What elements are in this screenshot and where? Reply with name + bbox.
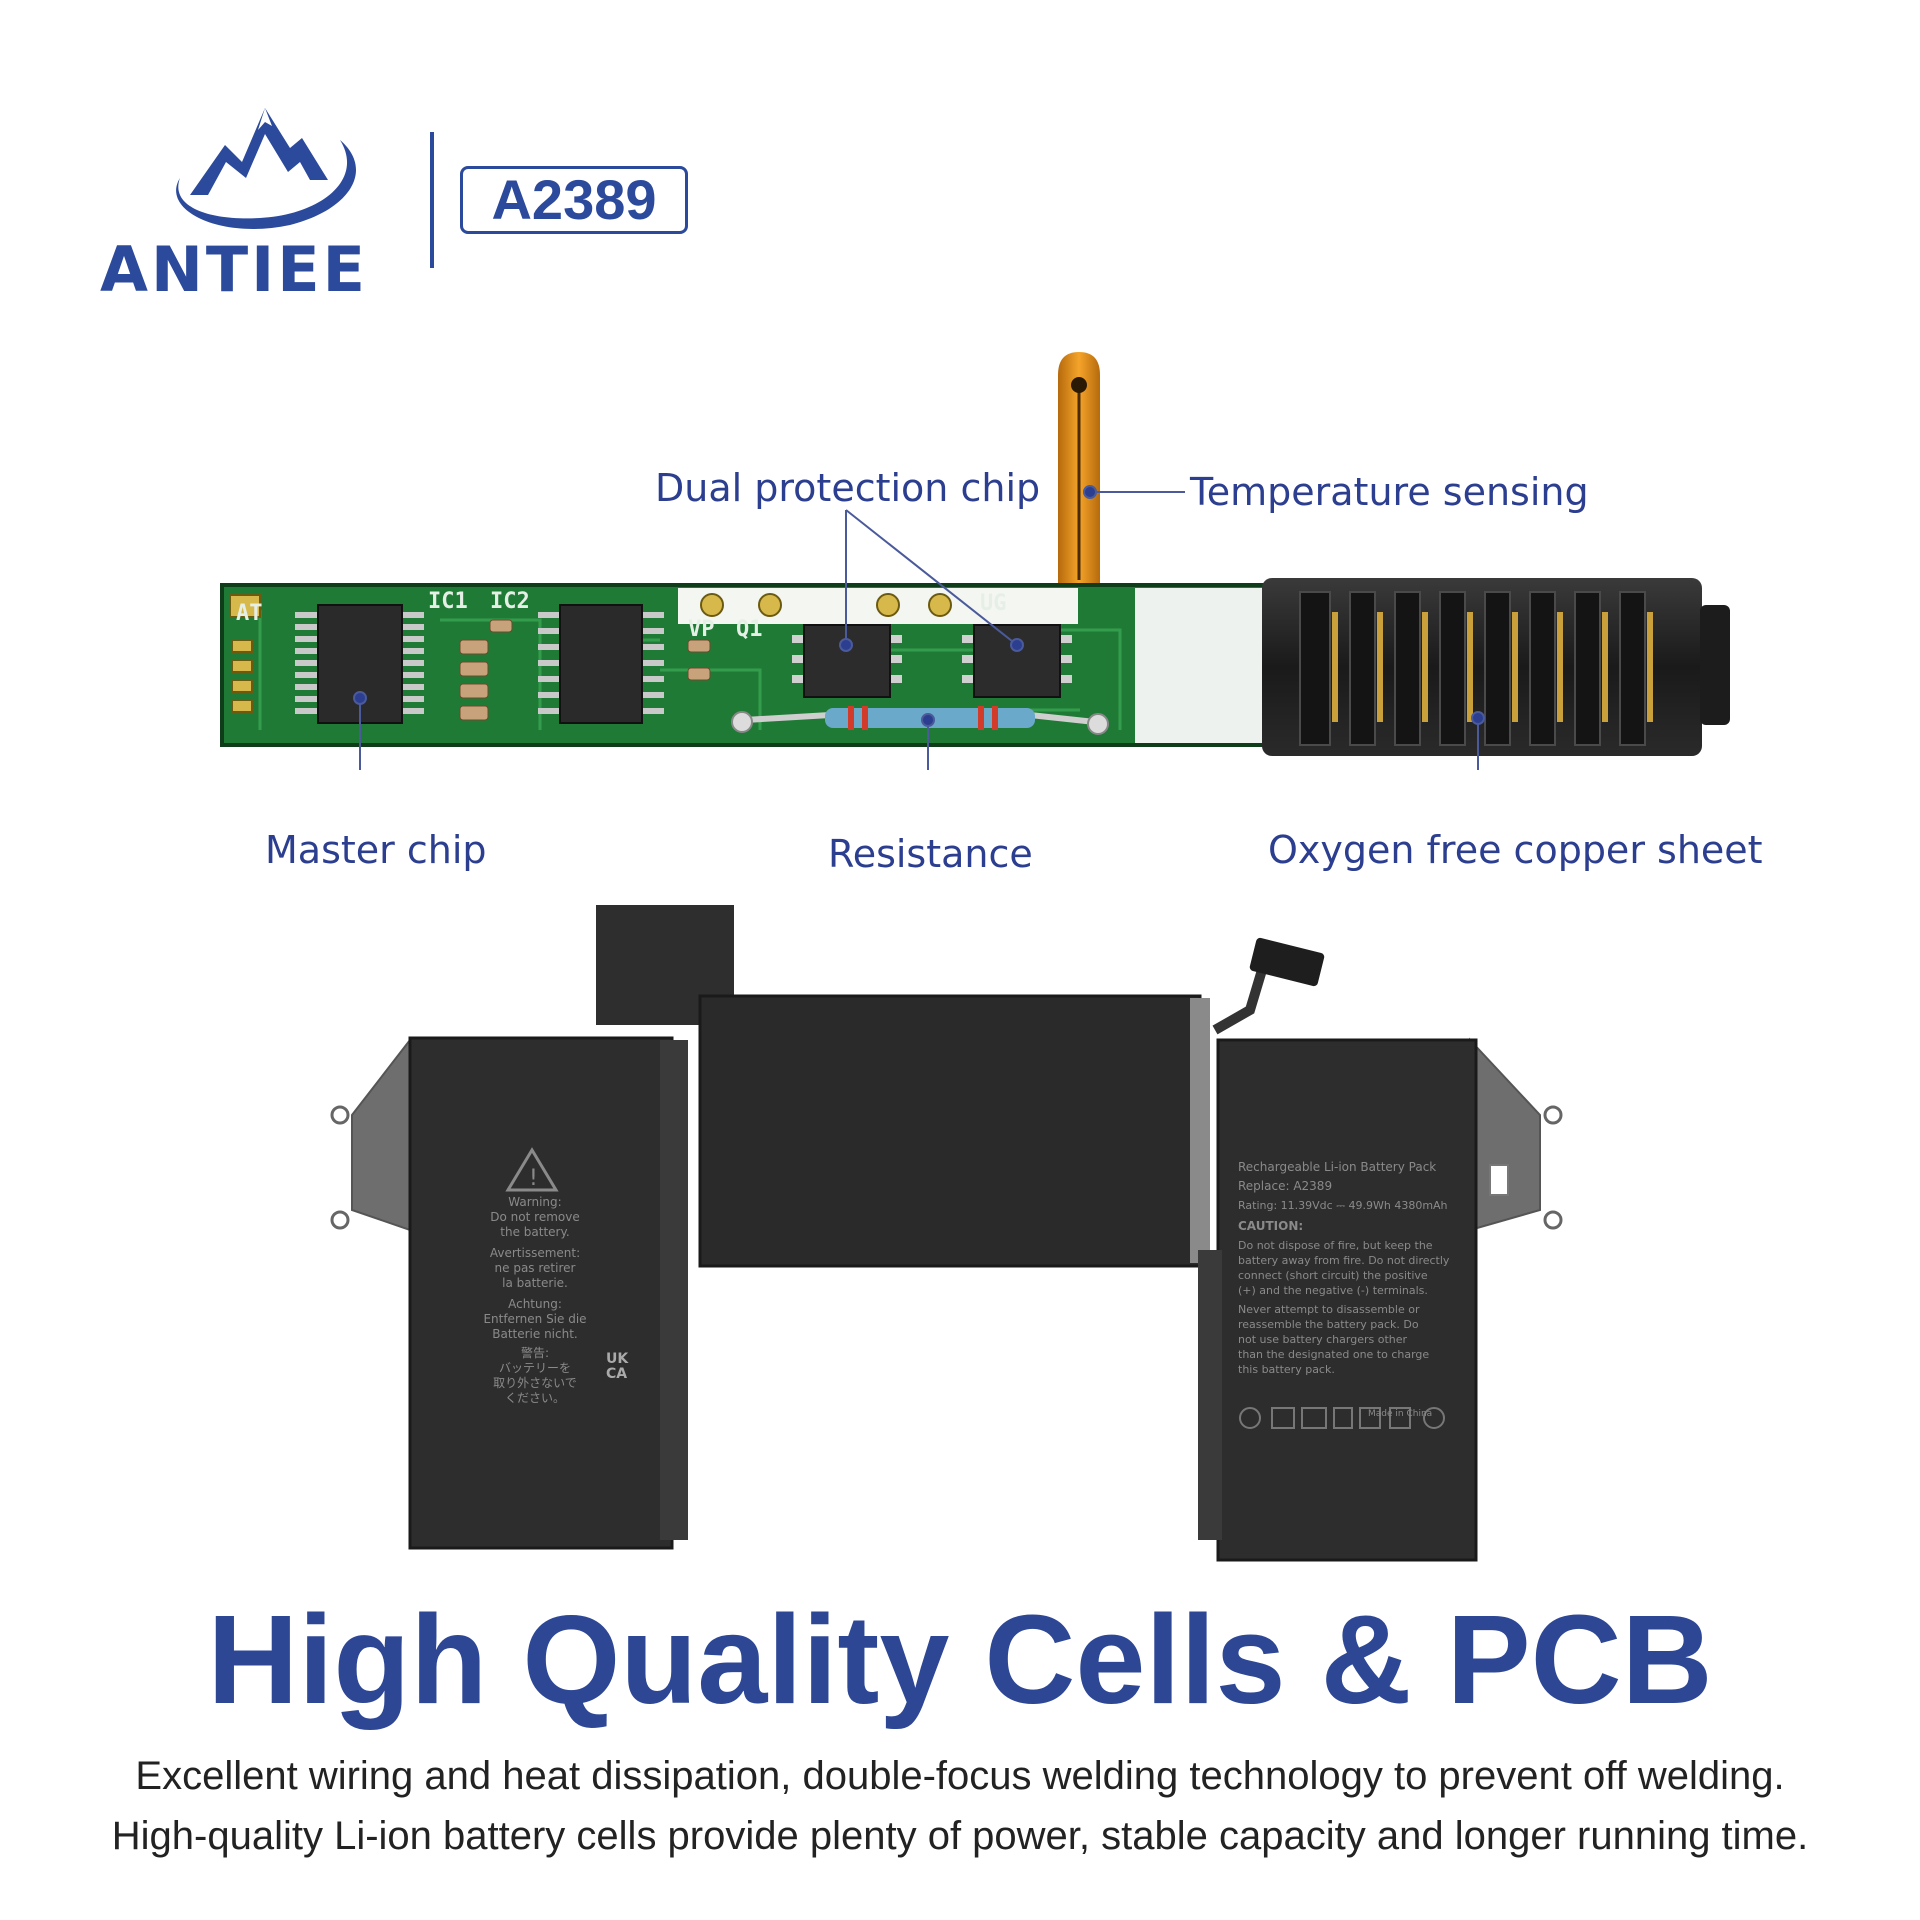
pcb-mark-ug: UG: [980, 591, 1007, 616]
right-label-rating: Rating: 11.39Vdc ⎓ 49.9Wh 4380mAh: [1238, 1199, 1448, 1212]
pcb-mark-vp: VP: [688, 617, 715, 642]
right-label-text1: Do not dispose of fire, but keep the bat…: [1238, 1239, 1450, 1297]
label-temperature-sensing: Temperature sensing: [1190, 470, 1589, 514]
ukca-mark: UK CA: [606, 1351, 629, 1382]
label-resistance: Resistance: [828, 832, 1033, 876]
right-label-caution: CAUTION:: [1238, 1219, 1304, 1233]
left-label-warning: Warning: Do not remove the battery.: [490, 1195, 580, 1239]
svg-text:!: !: [529, 1166, 538, 1191]
pcb-mark-ic2: IC2: [490, 589, 530, 614]
battery-left-label: Warning: Do not remove the battery. Aver…: [470, 1195, 600, 1406]
battery-cell-left: [408, 1036, 674, 1550]
warning-triangle-icon: [505, 1147, 559, 1192]
pcb-mark-at: AT: [236, 601, 263, 626]
label-dual-protection-chip: Dual protection chip: [655, 466, 1041, 510]
description-line-1: Excellent wiring and heat dissipation, d…: [135, 1754, 1785, 1798]
battery-cell-middle: [698, 994, 1202, 1268]
copper-connector: [1262, 578, 1730, 756]
battery-cell-right: [1216, 1038, 1478, 1562]
temperature-sensor-flex: [1058, 352, 1100, 590]
model-badge: A2389: [460, 166, 688, 234]
description-line-2: High-quality Li-ion battery cells provid…: [111, 1814, 1809, 1858]
brand-name: ANTIEE: [100, 233, 368, 306]
left-label-jp: 警告: バッテリーを 取り外さないで ください。: [493, 1346, 577, 1405]
logo-divider: [430, 132, 434, 268]
left-label-fr: Avertissement: ne pas retirer la batteri…: [489, 1246, 581, 1290]
right-label-text2: Never attempt to disassemble or reassemb…: [1238, 1303, 1430, 1376]
pcb-mark-q1: Q1: [736, 617, 763, 642]
right-label-title: Rechargeable Li-ion Battery Pack: [1238, 1160, 1437, 1174]
protection-chip-2: [962, 624, 1072, 698]
label-master-chip: Master chip: [265, 828, 487, 872]
left-label-de: Achtung: Entfernen Sie die Batterie nich…: [483, 1297, 587, 1341]
right-label-made-in: Made in China: [1368, 1409, 1433, 1419]
right-label-replace: Replace: A2389: [1238, 1179, 1333, 1193]
certification-icons: [1239, 1407, 1445, 1429]
battery-right-label: Rechargeable Li-ion Battery Pack Replace…: [1238, 1160, 1463, 1422]
brand-logo: [150, 100, 370, 240]
battery-pack: !: [330, 905, 1563, 1562]
pcb-mark-ic1: IC1: [428, 589, 468, 614]
headline: High Quality Cells & PCB: [207, 1589, 1713, 1730]
pcb-diagram: IC1 IC2 VP Q1 UG AT: [220, 352, 1730, 770]
second-ic: [538, 604, 664, 724]
label-oxygen-free-copper-sheet: Oxygen free copper sheet: [1268, 828, 1763, 872]
mountain-logo-icon: [176, 108, 356, 229]
